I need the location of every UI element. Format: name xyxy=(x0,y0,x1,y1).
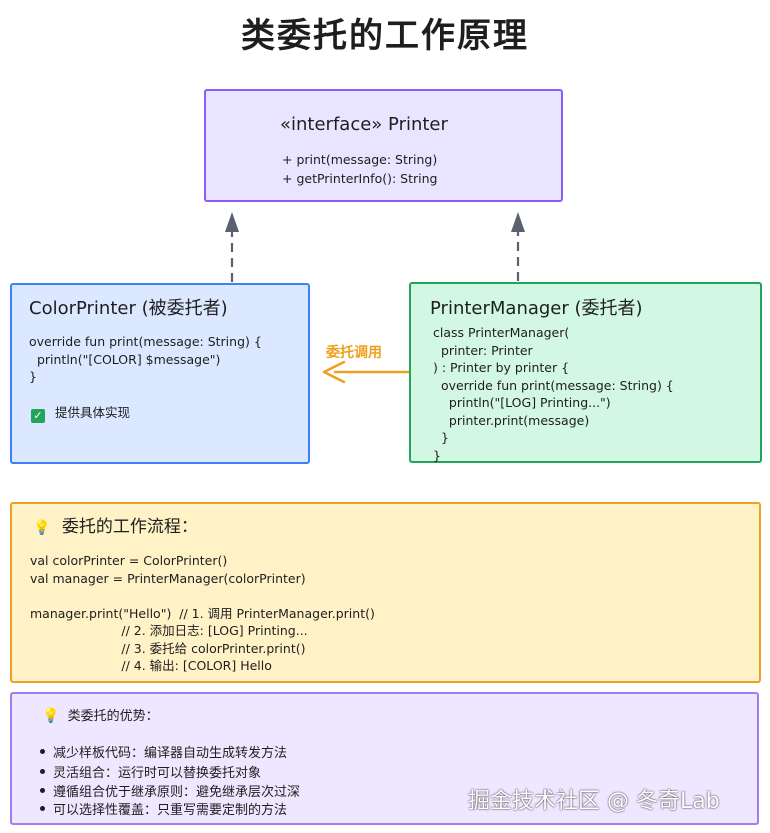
interface-method: + getPrinterInfo(): String xyxy=(282,171,438,186)
advantage-item: 可以选择性覆盖：只重写需要定制的方法 xyxy=(40,799,287,818)
delegation-label: 委托调用 xyxy=(326,345,382,361)
color-printer-title: ColorPrinter (被委托者) xyxy=(29,298,228,319)
advantage-item: 灵活组合：运行时可以替换委托对象 xyxy=(40,762,261,781)
advantage-text: 减少样板代码：编译器自动生成转发方法 xyxy=(53,746,288,761)
realization-arrow-left xyxy=(225,212,239,282)
check-icon: ✓ xyxy=(31,409,45,423)
advantage-text: 遵循组合优于继承原则：避免继承层次过深 xyxy=(53,785,301,800)
printer-manager-box xyxy=(409,282,762,463)
watermark: 掘金技术社区 @ 冬奇Lab xyxy=(468,789,720,814)
note-text: 提供具体实现 xyxy=(54,405,130,420)
workflow-heading: 💡 委托的工作流程： xyxy=(33,512,198,537)
delegation-arrow xyxy=(322,360,409,384)
printer-manager-code: class PrinterManager( printer: Printer )… xyxy=(433,325,674,463)
printer-manager-title: PrinterManager (委托者) xyxy=(430,298,643,319)
advantage-text: 灵活组合：运行时可以替换委托对象 xyxy=(53,766,262,781)
advantages-title: 类委托的优势： xyxy=(67,709,159,724)
workflow-box xyxy=(10,502,761,683)
color-printer-code: override fun print(message: String) { pr… xyxy=(29,334,262,384)
advantages-box xyxy=(10,692,759,825)
interface-title: «interface» Printer xyxy=(280,114,448,135)
advantage-item: 减少样板代码：编译器自动生成转发方法 xyxy=(40,742,287,761)
interface-box xyxy=(204,89,563,202)
color-printer-note: ✓ 提供具体实现 xyxy=(31,402,130,423)
realization-arrow-right xyxy=(511,212,525,281)
workflow-code: val colorPrinter = ColorPrinter() val ma… xyxy=(30,553,375,673)
advantage-text: 可以选择性覆盖：只重写需要定制的方法 xyxy=(53,803,288,818)
color-printer-box xyxy=(10,283,310,464)
lightbulb-icon: 💡 xyxy=(42,708,60,724)
lightbulb-icon: 💡 xyxy=(33,520,51,536)
advantage-item: 遵循组合优于继承原则：避免继承层次过深 xyxy=(40,781,300,800)
workflow-title: 委托的工作流程： xyxy=(61,517,198,537)
advantages-heading: 💡 类委托的优势： xyxy=(42,705,159,724)
interface-method: + print(message: String) xyxy=(282,152,438,167)
diagram-title: 类委托的工作原理 xyxy=(241,16,529,56)
